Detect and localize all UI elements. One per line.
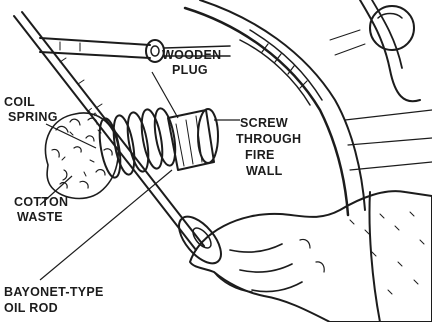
callout-screw-through-fire-wall: SCREW THROUGH FIRE WALL (236, 116, 301, 178)
engine-fire-wall-structure (185, 0, 432, 215)
label-spring: SPRING (8, 110, 58, 124)
label-oil-rod: OIL ROD (4, 301, 58, 315)
label-plug: PLUG (172, 63, 208, 77)
label-screw: SCREW (240, 116, 288, 130)
label-wooden: WOODEN (162, 48, 221, 62)
callout-bayonet-oil-rod: BAYONET-TYPE OIL ROD (4, 285, 104, 315)
label-fire: FIRE (245, 148, 275, 162)
label-waste: WASTE (17, 210, 63, 224)
callout-cotton-waste: COTTON WASTE (14, 195, 68, 224)
label-coil: COIL (4, 95, 35, 109)
hand (190, 191, 432, 322)
label-cotton: COTTON (14, 195, 68, 209)
label-wall: WALL (246, 164, 283, 178)
label-through: THROUGH (236, 132, 301, 146)
callout-wooden-plug: WOODEN PLUG (162, 48, 221, 77)
coil-spring (96, 107, 179, 179)
label-bayonet-type: BAYONET-TYPE (4, 285, 104, 299)
cotton-waste (46, 113, 119, 199)
callout-coil-spring: COIL SPRING (4, 95, 58, 124)
leader-lines (40, 72, 240, 280)
